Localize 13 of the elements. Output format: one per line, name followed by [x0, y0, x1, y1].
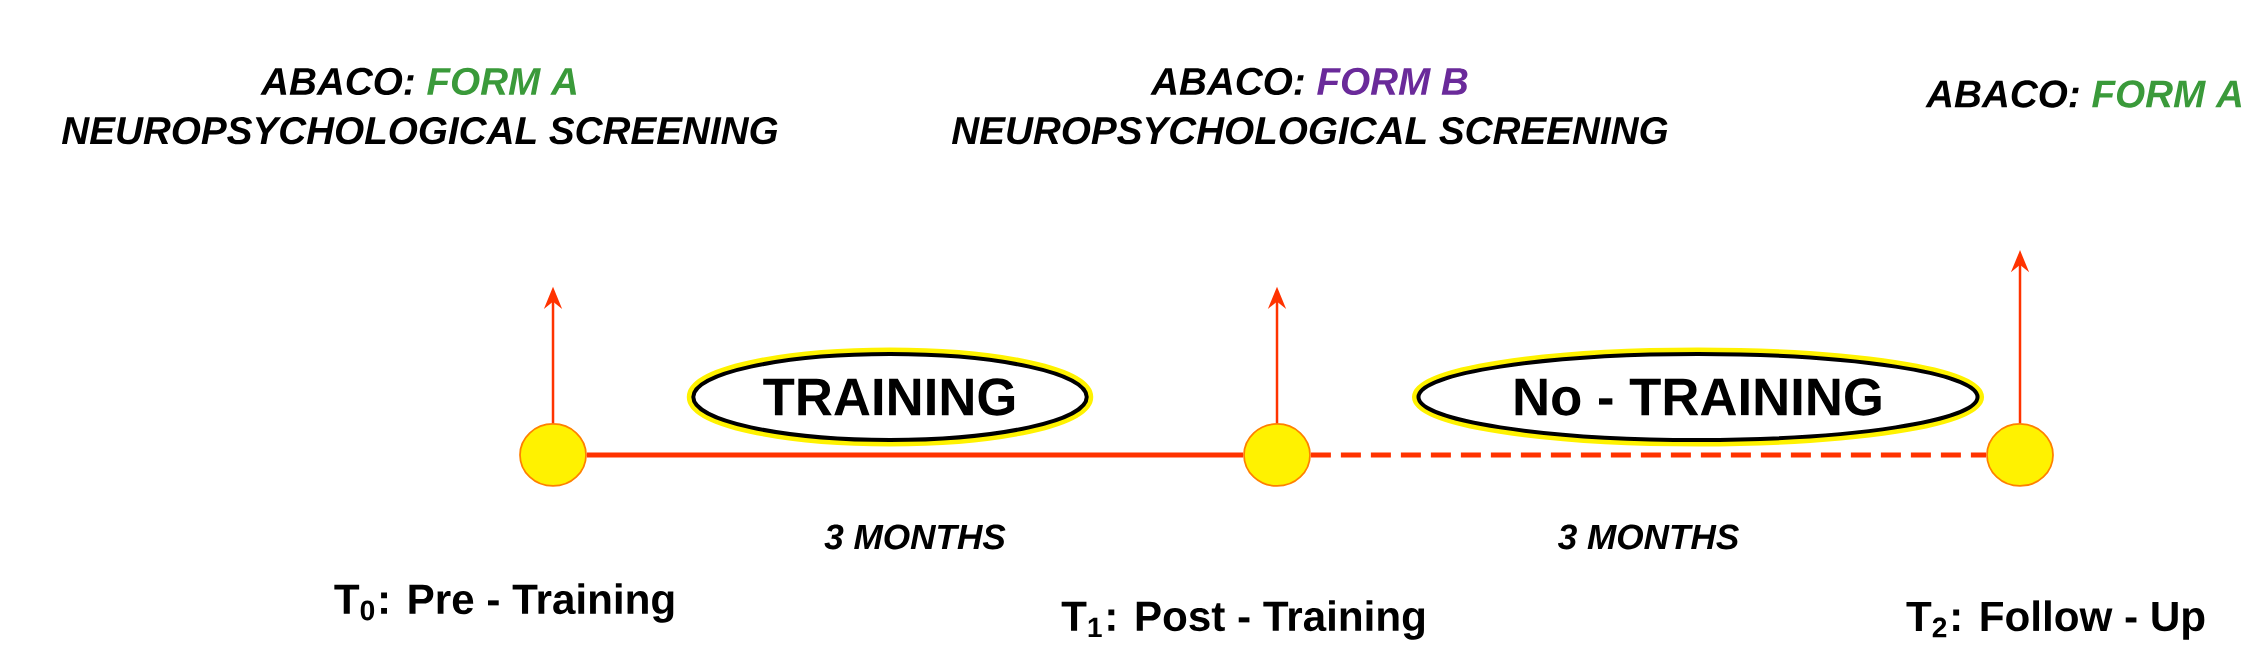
screening-heading: ABACO: FORM A NEUROPSYCHOLOGICAL SCREENING: [61, 67, 778, 145]
time-point-circle: [1243, 423, 1311, 487]
timeline-line: [1310, 452, 1987, 458]
time-point-circle: [1986, 423, 2054, 487]
screening-heading: ABACO: FORM B NEUROPSYCHOLOGICAL SCREENING: [951, 67, 1668, 145]
edge-label: 3 MONTHS: [824, 524, 1006, 550]
time-point-label: T$_{1}$: Post - Training: [1061, 600, 1425, 640]
timeline-line: [586, 452, 1244, 458]
time-point-label: T$_{2}$: Follow - Up: [1906, 600, 2205, 640]
screening-heading: ABACO: FORM A: [1925, 80, 2242, 108]
time-point-label: T$_{0}$: Pre - Training: [334, 583, 674, 623]
time-point-circle: [519, 423, 587, 487]
edge-label: 3 MONTHS: [1558, 524, 1739, 550]
